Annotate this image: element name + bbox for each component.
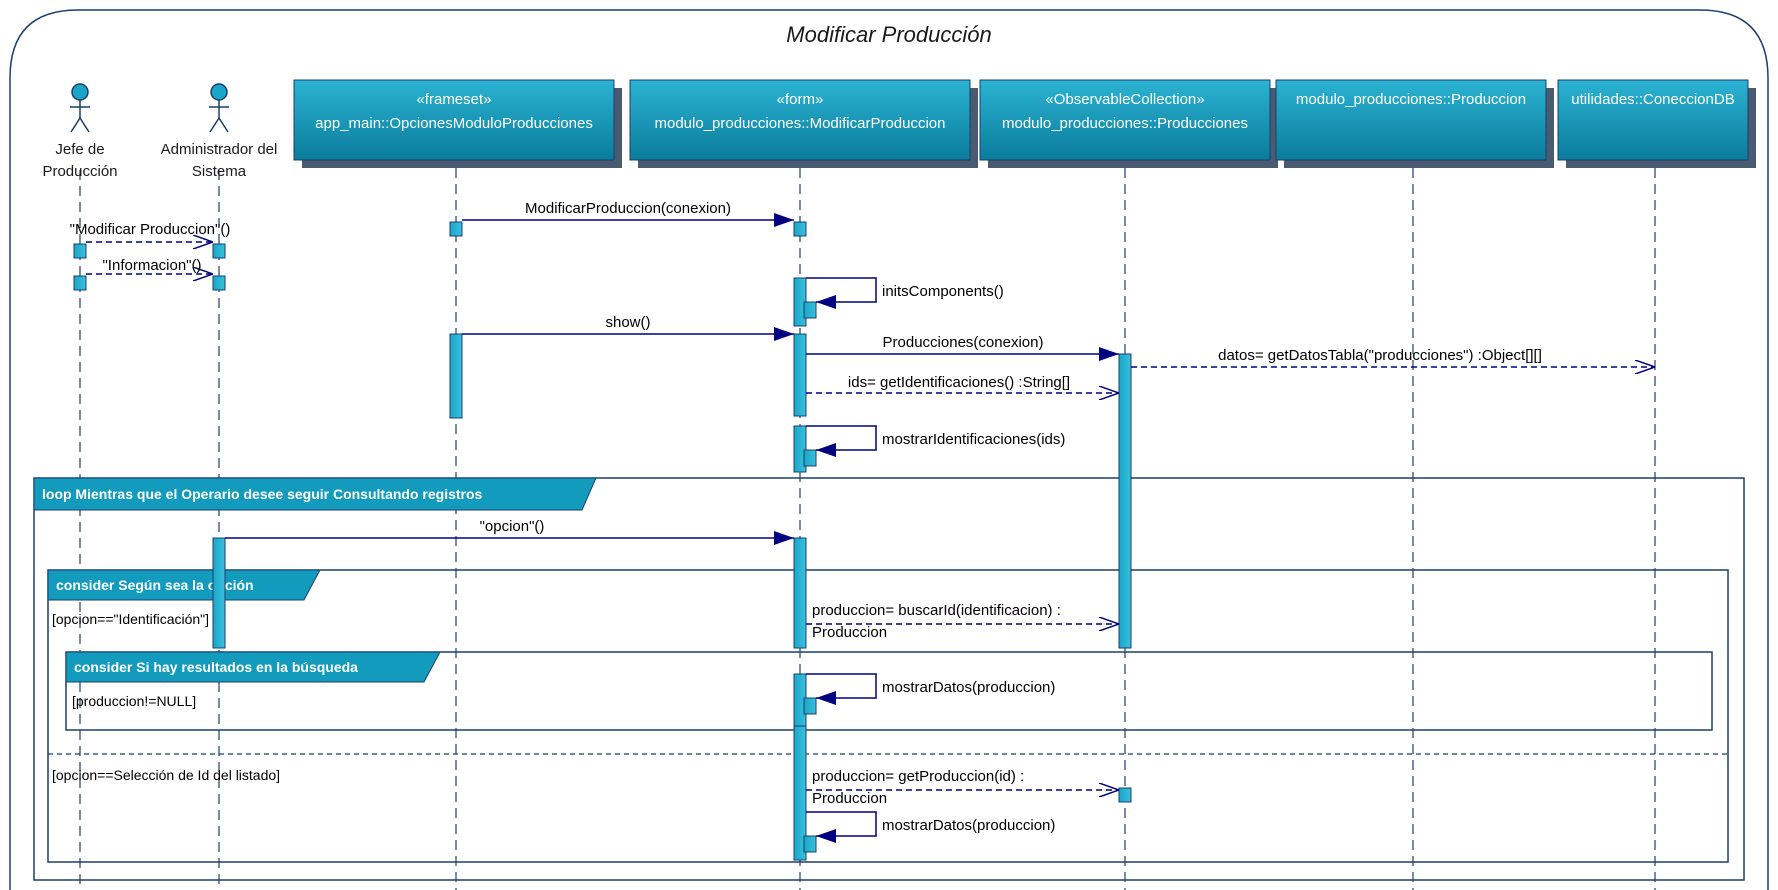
actor-stick-figure-icon: [70, 83, 90, 133]
message-label-m9: mostrarIdentificaciones(ids): [882, 431, 1065, 448]
activation-form-init-self: [803, 301, 817, 319]
message-label-m14: mostrarDatos(produccion): [882, 817, 1055, 834]
object-conexion-name: utilidades::ConeccionDB: [1571, 91, 1734, 108]
actor-admin: Administrador del Sistema: [161, 83, 278, 180]
actor-jefe-name-line2: Producción: [42, 163, 117, 180]
message-label-m11-line1: produccion= buscarId(identificacion) :: [812, 602, 1061, 619]
diagram-frame: [9, 9, 1769, 890]
message-label-m6: Producciones(conexion): [883, 334, 1044, 351]
message-label-m10: "opcion"(): [480, 518, 545, 535]
message-label-m1: ModificarProduccion(conexion): [525, 200, 731, 217]
activation-opciones-1: [449, 221, 463, 237]
object-form-stereotype: «form»: [777, 91, 824, 108]
message-label-m13-line2: Produccion: [812, 790, 887, 807]
object-form-name: modulo_producciones::ModificarProduccion: [655, 115, 946, 132]
activation-form-datos-1-self: [803, 697, 817, 715]
message-arrow-m4: [806, 277, 877, 309]
message-arrow-m9: [806, 425, 877, 457]
object-produccion[interactable]: modulo_producciones::Produccion: [1275, 79, 1554, 168]
actor-admin-name-line1: Administrador del: [161, 141, 278, 158]
activation-admin-opcion: [212, 537, 226, 649]
actor-admin-name-line2: Sistema: [192, 163, 247, 180]
activation-jefe-2: [73, 275, 87, 291]
activation-form-mostrar-ids: [793, 425, 807, 473]
activation-admin-1: [212, 243, 226, 259]
guard-identificacion: [opcion=="Identificación"]: [52, 611, 209, 627]
activation-form-1: [793, 221, 807, 237]
actor-stick-figure-icon: [209, 83, 229, 133]
object-opciones[interactable]: «frameset» app_main::OpcionesModuloProdu…: [293, 79, 622, 168]
fragment-consider-option: consider Según sea la opción [opcion=="I…: [47, 569, 1729, 863]
activation-form-mostrar-ids-self: [803, 449, 817, 467]
message-label-m3: "Informacion"(): [102, 257, 201, 274]
activation-form-show: [793, 333, 807, 417]
object-producciones[interactable]: «ObservableCollection» modulo_produccion…: [979, 79, 1278, 168]
activation-jefe-1: [73, 243, 87, 259]
message-label-m12: mostrarDatos(produccion): [882, 679, 1055, 696]
guard-produccion-not-null: [produccion!=NULL]: [72, 693, 196, 709]
activation-form-opcion: [793, 537, 807, 649]
diagram-title: Modificar Producción: [786, 22, 991, 47]
actor-jefe-name-line1: Jefe de: [55, 141, 104, 158]
message-label-m7: datos= getDatosTabla("producciones") :Ob…: [1218, 347, 1542, 364]
message-label-m5: show(): [605, 314, 650, 331]
object-produccion-name: modulo_producciones::Produccion: [1296, 91, 1526, 108]
activations: [73, 221, 1132, 861]
message-arrow-m14: [806, 811, 877, 843]
actor-jefe: Jefe de Producción: [42, 83, 118, 180]
messages: ModificarProduccion(conexion) "Modificar…: [70, 200, 1655, 843]
activation-producciones-getproduccion: [1118, 787, 1132, 803]
message-label-m11-line2: Produccion: [812, 624, 887, 641]
activation-form-getproduccion: [793, 725, 807, 861]
object-producciones-name: modulo_producciones::Producciones: [1002, 115, 1248, 132]
fragment-consider-option-label: consider Según sea la opción: [56, 577, 254, 593]
object-form[interactable]: «form» modulo_producciones::ModificarPro…: [629, 79, 978, 168]
message-arrow-m12: [806, 673, 877, 705]
activation-form-datos-2-self: [803, 835, 817, 853]
fragment-loop: loop Mientras que el Operario desee segu…: [33, 477, 1745, 881]
message-label-m2: "Modificar Produccion"(): [70, 221, 231, 238]
message-label-m8: ids= getIdentificaciones() :String[]: [848, 374, 1070, 391]
activation-producciones-main: [1118, 353, 1132, 649]
guard-seleccion-listado: [opcion==Selección de Id del listado]: [52, 767, 280, 783]
fragment-consider-results-label: consider Si hay resultados en la búsqued…: [74, 659, 358, 675]
object-opciones-stereotype: «frameset»: [416, 91, 491, 108]
object-producciones-stereotype: «ObservableCollection»: [1045, 91, 1204, 108]
object-conexion[interactable]: utilidades::ConeccionDB: [1557, 79, 1756, 168]
activation-admin-2: [212, 275, 226, 291]
activation-opciones-2: [449, 333, 463, 419]
fragment-loop-label: loop Mientras que el Operario desee segu…: [42, 486, 483, 502]
message-label-m13-line1: produccion= getProduccion(id) :: [812, 768, 1024, 785]
fragment-consider-results: consider Si hay resultados en la búsqued…: [65, 651, 1713, 731]
object-opciones-name: app_main::OpcionesModuloProducciones: [315, 115, 593, 132]
message-label-m4: initsComponents(): [882, 283, 1004, 300]
